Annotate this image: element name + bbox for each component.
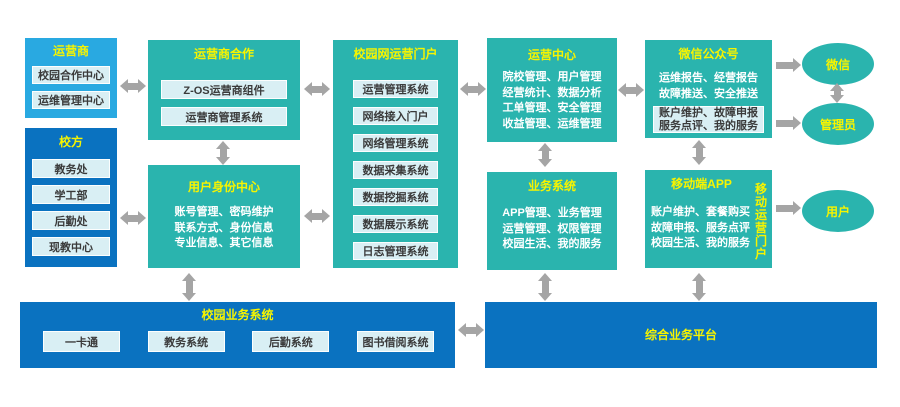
text-line: 校园生活、我的服务 <box>502 238 602 250</box>
chip-student-affairs: 学工部 <box>32 185 110 204</box>
arrow-wechatbox-mobileapp <box>692 140 706 165</box>
arrow-panel-admin <box>776 116 801 130</box>
arrow-coop-identity <box>216 141 230 165</box>
arrow-school-identity <box>120 211 146 225</box>
box-user-identity-title: 用户身份中心 <box>187 180 260 194</box>
mobile-app-lines: 账户维护、套餐购买 故障申报、服务点评 校园生活、我的服务 <box>645 205 772 252</box>
campus-business-chip-row: 一卡通 教务系统 后勤系统 图书借阅系统 <box>20 331 455 352</box>
text-line: 院校管理、用户管理 <box>502 71 602 83</box>
chip-log-mgmt-system: 日志管理系统 <box>353 242 438 260</box>
text-line: 经营统计、数据分析 <box>502 86 602 99</box>
chip-academic-office: 教务处 <box>32 159 110 178</box>
box-operator: 运营商 校园合作中心 运维管理中心 <box>25 38 117 118</box>
text-line: 账号管理、密码维护 <box>174 206 274 218</box>
box-wechat-official: 微信公众号 运维报告、经营报告 故障推送、安全推送 账户维护、故障申报 服务点评… <box>645 40 772 138</box>
chip-data-collection-system: 数据采集系统 <box>353 161 438 179</box>
oval-user-actor: 用户 <box>802 190 874 232</box>
box-operator-coop: 运营商合作 Z-OS运营商组件 运营商管理系统 <box>148 40 300 140</box>
chip-onecard: 一卡通 <box>43 331 120 352</box>
chip-library-borrow-system: 图书借阅系统 <box>356 331 434 352</box>
box-business-system: 业务系统 APP管理、业务管理 运营管理、权限管理 校园生活、我的服务 <box>487 172 617 270</box>
text-line: 运维报告、经营报告 <box>659 72 758 84</box>
chip-campus-coop-center: 校园合作中心 <box>32 66 110 84</box>
wechat-official-lines: 运维报告、经营报告 故障推送、安全推送 <box>645 70 772 102</box>
arrow-wechat-admin <box>830 83 844 103</box>
arrow-mobileapp-user <box>776 201 801 215</box>
box-operator-coop-title: 运营商合作 <box>193 47 254 61</box>
chip-data-display-system: 数据展示系统 <box>353 215 438 233</box>
box-business-system-title: 业务系统 <box>527 179 576 193</box>
arrow-campusbusiness-platform <box>458 323 484 337</box>
text-line: 运营管理、权限管理 <box>502 222 602 235</box>
text-line: 服务点评、我的服务 <box>659 119 758 132</box>
arrow-wechatbox-wechat <box>776 58 801 72</box>
box-school-title: 校方 <box>58 135 83 149</box>
box-campus-portal-title: 校园网运营门户 <box>353 47 438 61</box>
arrow-operator-coop <box>120 79 146 93</box>
box-operation-center: 运营中心 院校管理、用户管理 经营统计、数据分析 工单管理、安全管理 收益管理、… <box>487 38 617 142</box>
operation-center-lines: 院校管理、用户管理 经营统计、数据分析 工单管理、安全管理 收益管理、运维管理 <box>487 70 617 132</box>
arrow-business-platform <box>538 273 552 301</box>
box-wechat-official-title: 微信公众号 <box>678 47 739 61</box>
box-campus-business-title: 校园业务系统 <box>201 308 274 322</box>
box-operation-center-title: 运营中心 <box>527 48 576 62</box>
text-line: 工单管理、安全管理 <box>502 102 602 114</box>
box-mobile-app: 移动端APP 账户维护、套餐购买 故障申报、服务点评 校园生活、我的服务 移动运… <box>645 170 772 268</box>
chip-ops-mgmt-center: 运维管理中心 <box>32 91 110 109</box>
chip-logistics-system: 后勤系统 <box>252 331 330 352</box>
box-mobile-app-title: 移动端APP <box>671 177 732 191</box>
arrow-opcenter-wechatbox <box>618 83 644 97</box>
box-campus-portal: 校园网运营门户 运营管理系统 网络接入门户 网络管理系统 数据采集系统 数据挖掘… <box>333 40 458 268</box>
text-line: 账户维护、套餐购买 <box>651 206 750 218</box>
chip-operation-mgmt-system: 运营管理系统 <box>353 80 438 98</box>
text-line: 收益管理、运维管理 <box>502 117 602 130</box>
wechat-service-panel: 账户维护、故障申报 服务点评、我的服务 <box>653 106 764 133</box>
oval-wechat-actor: 微信 <box>802 43 874 85</box>
text-line: 专业信息、其它信息 <box>174 237 274 249</box>
oval-admin-actor: 管理员 <box>802 103 874 145</box>
box-school: 校方 教务处 学工部 后勤处 现教中心 <box>25 128 117 267</box>
box-campus-business-system: 校园业务系统 一卡通 教务系统 后勤系统 图书借阅系统 <box>20 302 455 368</box>
text-line: 账户维护、故障申报 <box>659 106 758 119</box>
arrow-mobileapp-platform <box>692 273 706 301</box>
business-system-lines: APP管理、业务管理 运营管理、权限管理 校园生活、我的服务 <box>487 206 617 253</box>
text-line: APP管理、业务管理 <box>502 207 602 219</box>
arrow-opcenter-business <box>538 143 552 167</box>
arrow-coop-portal <box>304 82 330 96</box>
arrow-identity-portal <box>304 209 330 223</box>
chip-network-access-portal: 网络接入门户 <box>353 107 438 125</box>
chip-operator-mgmt-system: 运营商管理系统 <box>161 107 287 126</box>
chip-network-mgmt-system: 网络管理系统 <box>353 134 438 152</box>
text-line: 故障推送、安全推送 <box>659 88 758 100</box>
arrow-identity-campusbusiness <box>182 273 196 301</box>
box-user-identity: 用户身份中心 账号管理、密码维护 联系方式、身份信息 专业信息、其它信息 <box>148 165 300 268</box>
box-integrated-platform-title: 综合业务平台 <box>644 328 717 342</box>
chip-zos-component: Z-OS运营商组件 <box>161 80 287 99</box>
text-line: 校园生活、我的服务 <box>651 237 750 249</box>
chip-academic-system: 教务系统 <box>147 331 225 352</box>
arrow-portal-opcenter <box>460 82 486 96</box>
text-line: 联系方式、身份信息 <box>174 221 274 234</box>
chip-logistics-office: 后勤处 <box>32 211 110 230</box>
box-operator-title: 运营商 <box>52 44 89 58</box>
user-identity-lines: 账号管理、密码维护 联系方式、身份信息 专业信息、其它信息 <box>148 205 300 252</box>
chip-modern-edu-center: 现教中心 <box>32 237 110 256</box>
chip-data-mining-system: 数据挖掘系统 <box>353 188 438 206</box>
box-integrated-platform: 综合业务平台 <box>485 302 877 368</box>
text-line: 故障申报、服务点评 <box>651 221 750 234</box>
mobile-operation-portal-vertical-label: 移动运营门户 <box>754 182 767 261</box>
